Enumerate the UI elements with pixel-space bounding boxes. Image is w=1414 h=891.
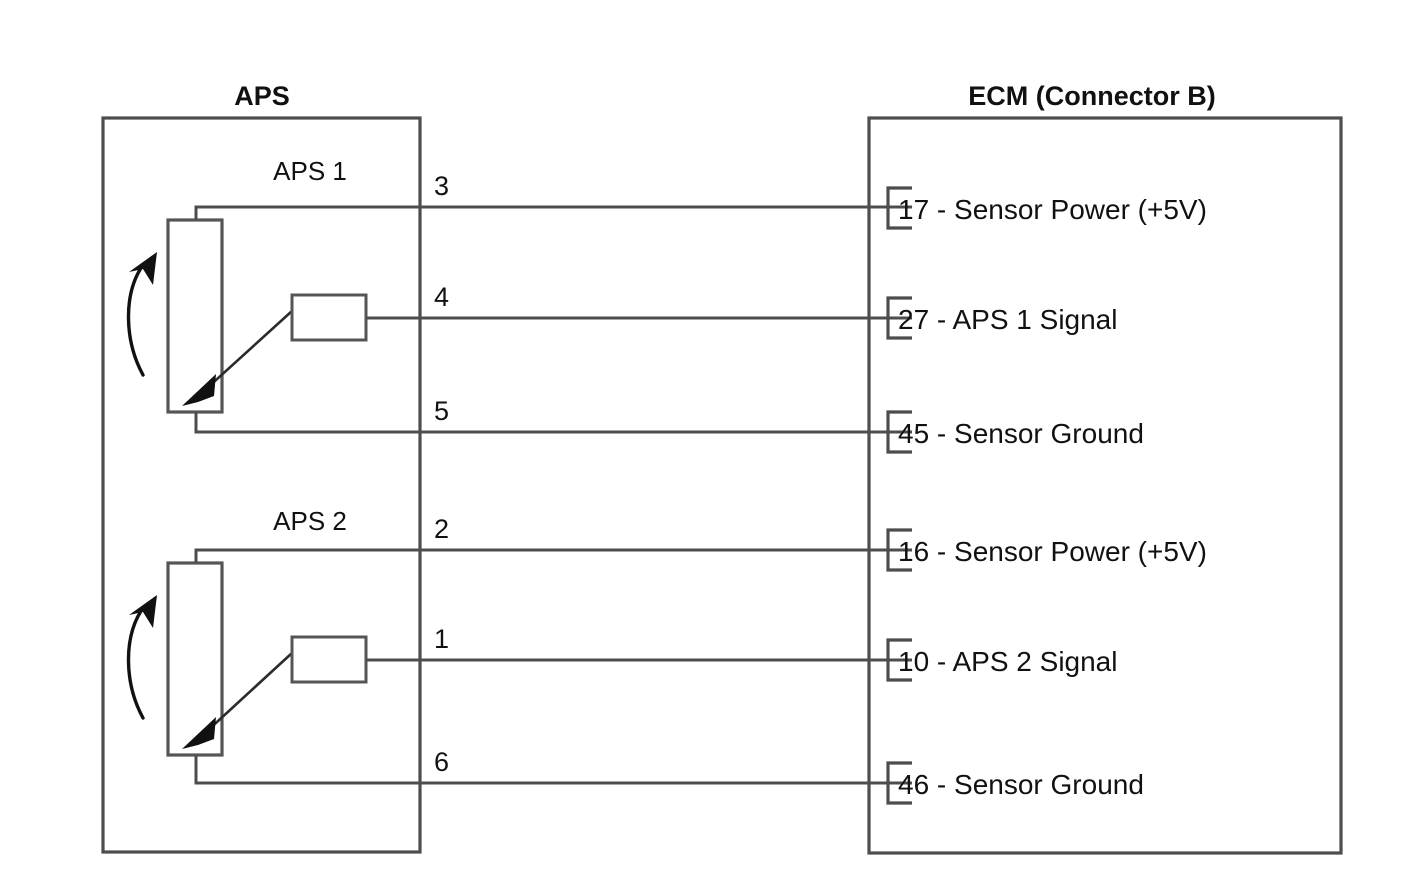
aps1-rotation-arrowhead [129, 252, 157, 285]
ecm-pin-label-16: 16 - Sensor Power (+5V) [898, 536, 1207, 567]
aps2-wiper-box [290, 635, 368, 684]
aps2-wiper-arrowhead [182, 717, 216, 749]
aps-terminal-number-4: 4 [434, 282, 449, 312]
ecm-enclosure [867, 116, 1343, 855]
ecm-pin-bracket-46 [886, 761, 912, 805]
aps-terminal-number-2: 2 [434, 514, 449, 544]
ecm-pin-label-17: 17 - Sensor Power (+5V) [898, 194, 1207, 225]
wire-pin6-to-pin46 [194, 755, 912, 785]
aps2-wiper-arm [204, 652, 293, 734]
ecm-pin-label-45: 45 - Sensor Ground [898, 418, 1144, 449]
aps1-wiper-box [290, 293, 368, 342]
aps2-rotation-arrowhead [129, 595, 157, 628]
ecm-block-title: ECM (Connector B) [968, 81, 1215, 111]
aps-terminal-number-6: 6 [434, 747, 449, 777]
ecm-pin-bracket-45 [886, 410, 912, 454]
wire-pin5-to-pin45 [194, 412, 912, 434]
ecm-pin-bracket-27 [886, 296, 912, 340]
aps-enclosure [101, 116, 422, 854]
wire-pin2-to-pin16 [194, 548, 912, 563]
aps1-potentiometer-body [166, 218, 224, 414]
aps2-rotation-arc [126, 609, 145, 720]
aps-terminal-number-3: 3 [434, 171, 449, 201]
aps1-wiper-arrowhead [182, 374, 216, 406]
ecm-pin-label-46: 46 - Sensor Ground [898, 769, 1144, 800]
aps-terminal-number-5: 5 [434, 396, 449, 426]
aps1-wiper-arm [204, 310, 293, 391]
aps1-rotation-arc [126, 266, 145, 377]
ecm-pin-bracket-10 [886, 638, 912, 682]
ecm-pin-bracket-16 [886, 528, 912, 572]
aps-terminal-number-1: 1 [434, 624, 449, 654]
ecm-pin-label-10: 10 - APS 2 Signal [898, 646, 1117, 677]
aps-block-title: APS [234, 81, 290, 111]
wire-pin3-to-pin17 [194, 205, 912, 220]
ecm-pin-bracket-17 [886, 186, 912, 230]
ecm-pin-label-27: 27 - APS 1 Signal [898, 304, 1117, 335]
aps2-label: APS 2 [273, 506, 347, 536]
aps1-label: APS 1 [273, 156, 347, 186]
